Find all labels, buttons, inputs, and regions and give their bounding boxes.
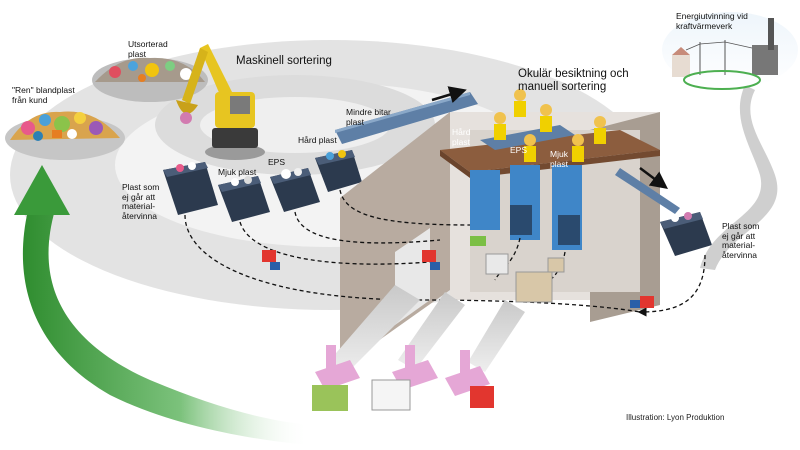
illustration-credit: Illustration: Lyon Produktion [626, 413, 725, 422]
conveyor-belt-icon [335, 92, 478, 144]
label-plast-ej-atervinna-left: Plast som ej går att material- återvinna [122, 182, 160, 221]
green-cycle-arrow [14, 165, 311, 445]
label-hard-plast-chute: Hård plast [452, 127, 471, 147]
label-utsorterad-plast: Utsorterad plast [128, 39, 168, 59]
mixed-plastic-pile [5, 111, 125, 160]
bin-reject-left [163, 162, 218, 215]
worker-icon [494, 89, 606, 162]
label-eps-bin: EPS [268, 157, 286, 167]
road-to-power-plant [700, 85, 778, 270]
power-plant-icon [662, 12, 798, 90]
label-plast-ej-atervinna-right: Plast som ej går att material- återvinna [722, 221, 760, 260]
forklift-icon [262, 250, 654, 308]
baled-plastic [470, 236, 565, 303]
label-mindre-bitar-plast: Mindre bitar plast [346, 107, 391, 127]
reject-direction-arrow [639, 167, 668, 189]
label-maskinell-sortering: Maskinell sortering [236, 55, 332, 67]
label-okular-besiktning: Okulär besiktning och manuell sortering [518, 68, 629, 94]
factory-icon [312, 345, 494, 411]
label-energiutvinning: Energiutvinning vid kraftvärmeverk [676, 11, 748, 31]
excavator-icon [176, 44, 265, 160]
label-mjuk-plast-bin: Mjuk plast [218, 167, 257, 177]
sorting-bins [163, 150, 362, 222]
bin-eps [270, 168, 320, 212]
conveyor-direction-arrow [431, 86, 467, 103]
bin-hard-plastic [315, 150, 362, 192]
label-hard-plast-bin: Hård plast [298, 135, 337, 145]
label-ren-blandplast: "Ren" blandplast från kund [12, 85, 75, 105]
label-eps-chute: EPS [510, 145, 528, 155]
sorting-chutes [470, 165, 582, 250]
bin-reject-right [660, 212, 712, 256]
bin-soft-plastic [218, 176, 270, 222]
label-mjuk-plast-chute: Mjuk plast [550, 149, 568, 169]
sorted-plastic-pile [92, 57, 208, 102]
conveyor-to-reject-bin [615, 168, 680, 214]
